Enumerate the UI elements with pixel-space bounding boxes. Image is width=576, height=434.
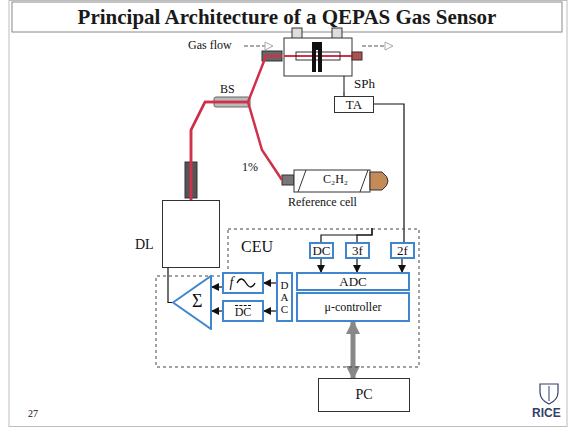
node-text: DC xyxy=(312,243,330,259)
node-text: TA xyxy=(346,97,362,113)
node-text: DAC xyxy=(279,279,290,315)
annotation-label: 1% xyxy=(242,160,258,175)
signal-wire xyxy=(212,310,222,311)
amplifier-box: TA xyxy=(334,96,374,113)
reference-cell-drawing xyxy=(282,170,388,192)
controller-box: μ-controller xyxy=(296,292,410,322)
slide-frame xyxy=(9,1,567,427)
node-text: CEU xyxy=(241,238,273,256)
pc-box: PC xyxy=(318,378,410,412)
dac-box: DAC xyxy=(276,272,293,322)
sine-generator: f xyxy=(222,272,264,294)
node-text: f xyxy=(230,275,234,291)
annotation-label: BS xyxy=(220,82,235,97)
sine-symbol xyxy=(236,277,256,289)
optical-fiber xyxy=(191,56,282,200)
signal-wire xyxy=(320,259,321,272)
node-text: 2f xyxy=(397,243,408,259)
node-text: DC xyxy=(235,305,252,318)
laser-box: DL xyxy=(162,200,220,268)
title-frame xyxy=(12,2,562,32)
summing-amp: Σ xyxy=(172,275,212,330)
signal-wire xyxy=(168,268,172,303)
signal-box: 2f xyxy=(390,242,415,259)
signal-wire xyxy=(212,286,222,287)
signal-wire xyxy=(356,259,357,272)
reference-cell: C₂H₂ Reference cell xyxy=(282,166,392,228)
node-text: 3f xyxy=(352,243,363,259)
adc-box: ADC xyxy=(296,272,410,291)
node-text: PC xyxy=(355,387,372,403)
spectrophone: SPh xyxy=(282,36,380,92)
node-text: μ-controller xyxy=(324,300,381,315)
node-text: C₂H₂ xyxy=(322,172,349,187)
annotation-label: 27 xyxy=(28,408,38,419)
rice-crest xyxy=(549,386,550,401)
signal-wire xyxy=(264,310,276,311)
signal-box: DC xyxy=(309,242,334,259)
gas-flow-arrow xyxy=(244,45,272,47)
signal-wire xyxy=(264,282,276,283)
node-text: Σ xyxy=(192,291,202,312)
node-text: SPh xyxy=(354,76,375,92)
node-text: Reference cell xyxy=(288,196,358,209)
signal-box: 3f xyxy=(345,242,370,259)
optical-fiber xyxy=(191,102,282,200)
annotation-label: RICE xyxy=(532,406,561,420)
signal-wire xyxy=(351,322,356,378)
signal-wire xyxy=(401,259,402,272)
annotation-label: Gas flow xyxy=(188,38,232,53)
control-unit: CEUDC3f2fADCμ-controllerDACfDCΣ xyxy=(155,228,420,368)
node-text: DL xyxy=(135,237,154,253)
spectrophone-cell xyxy=(262,28,362,92)
signal-wire xyxy=(357,228,372,242)
signal-wire xyxy=(374,104,404,242)
rice-crest xyxy=(540,384,558,404)
gas-flow-arrow xyxy=(362,45,392,47)
signal-wire xyxy=(321,228,372,242)
dc-generator: DC xyxy=(222,300,264,322)
slide-title: Principal Architecture of a QEPAS Gas Se… xyxy=(12,2,562,32)
node-text: ADC xyxy=(339,274,366,290)
